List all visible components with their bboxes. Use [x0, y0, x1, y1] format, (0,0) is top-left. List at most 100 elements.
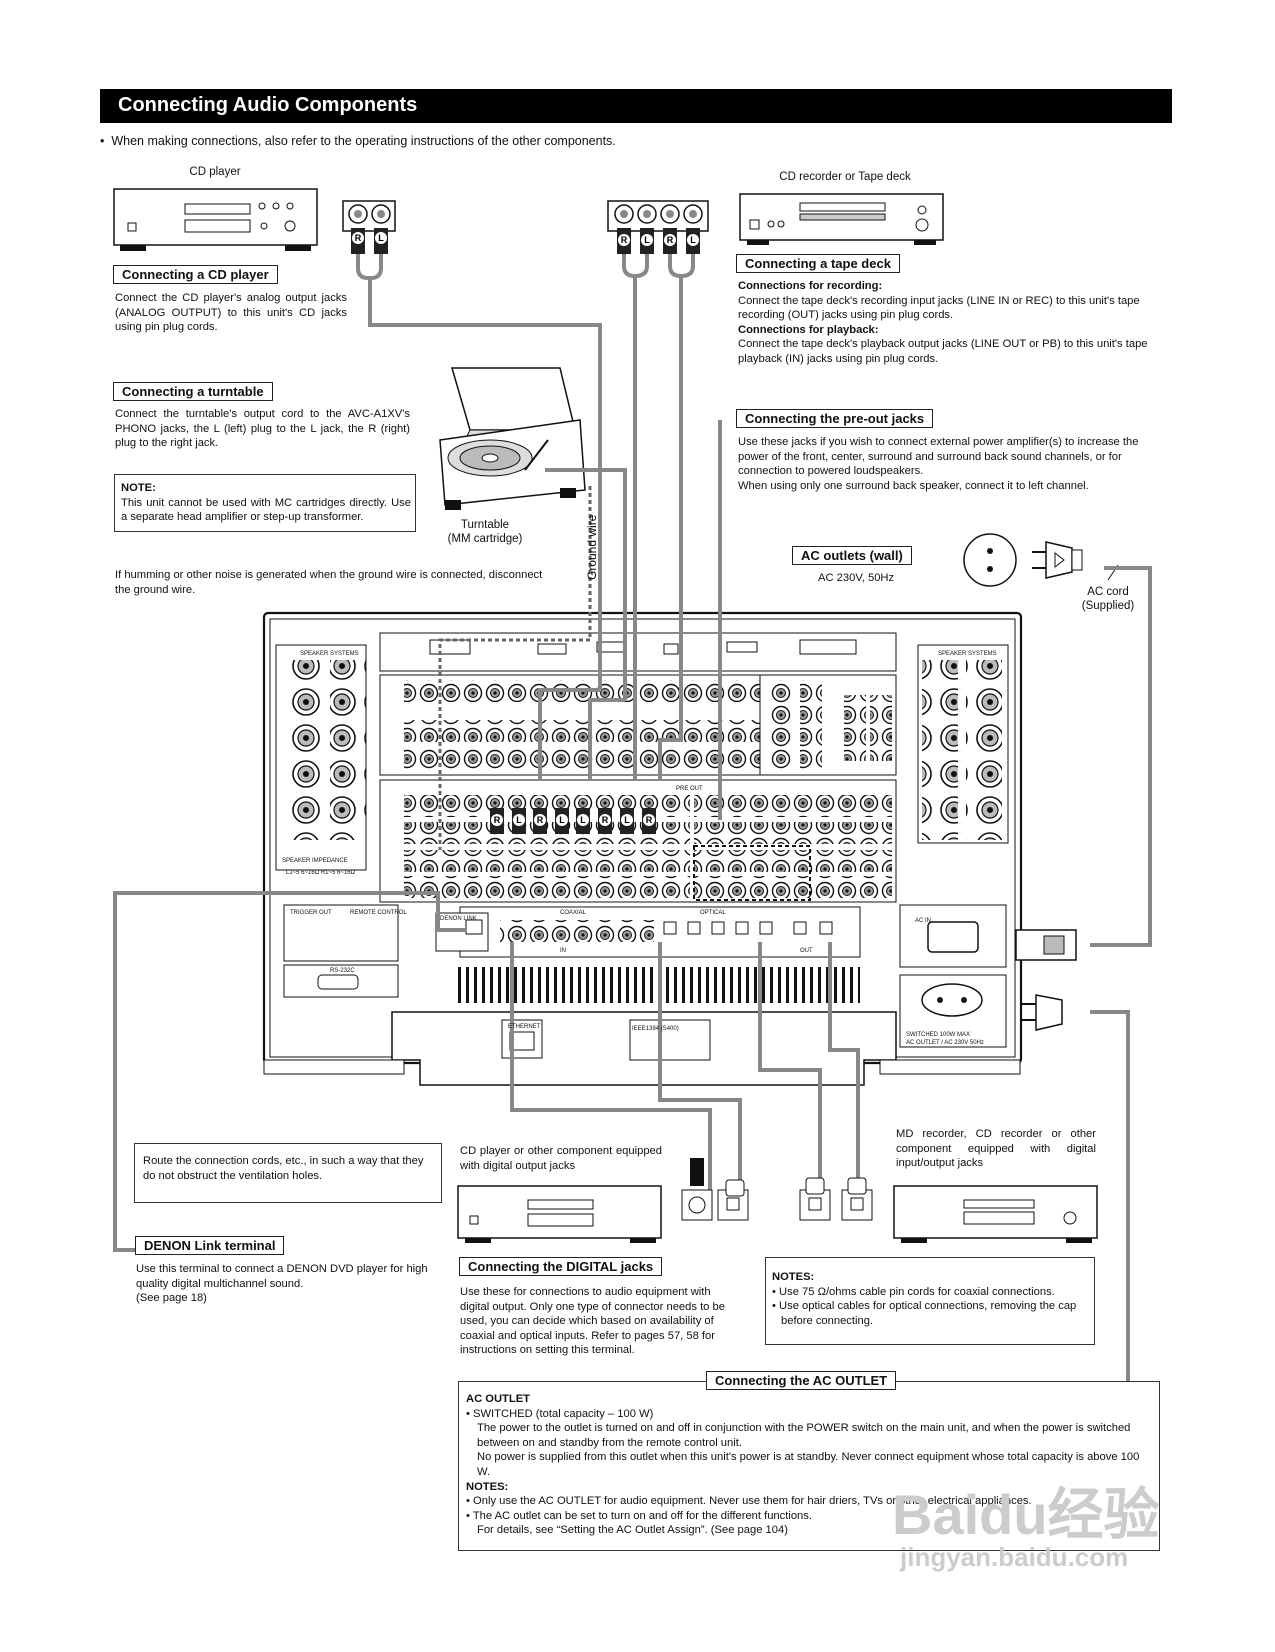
ac-outlet-box [458, 1381, 1160, 1551]
impedance-values: L1~5 6~16Ω R1~5 6~16Ω [286, 870, 356, 876]
svg-text:R: R [355, 233, 362, 243]
svg-text:SPEAKER IMPEDANCE: SPEAKER IMPEDANCE [282, 858, 348, 864]
intro-text: When making connections, also refer to t… [111, 134, 616, 148]
svg-text:REMOTE CONTROL: REMOTE CONTROL [350, 910, 407, 916]
svg-text:R: R [494, 815, 501, 825]
turntable-section-title: Connecting a turntable [113, 382, 273, 401]
page-title: Connecting Audio Components [118, 94, 418, 116]
digital-section-title: Connecting the DIGITAL jacks [459, 1257, 663, 1276]
tape-deck-section-title: Connecting a tape deck [736, 254, 900, 273]
svg-text:IEEE1394 (S400): IEEE1394 (S400) [632, 1026, 679, 1032]
digital-section-text: Use these for connections to audio equip… [460, 1286, 725, 1357]
ac-outlet-text: AC OUTLET • SWITCHED (total capacity – 1… [466, 1392, 1154, 1538]
svg-text:COAXIAL: COAXIAL [560, 910, 587, 916]
ac-outlet-switched-text: SWITCHED (total capacity – 100 W) [473, 1407, 654, 1420]
ac-outlet-note-1: • Only use the AC OUTLET for audio equip… [466, 1495, 1032, 1508]
svg-text:TRIGGER OUT: TRIGGER OUT [290, 910, 332, 916]
ac-plug-panel [1015, 929, 1077, 1031]
cables [113, 254, 1152, 1392]
wall-outlet [963, 533, 1017, 587]
turntable-note-box: NOTE: This unit cannot be used with MC c… [114, 474, 416, 532]
tape-deck-label: CD recorder or Tape deck [779, 171, 911, 183]
turntable-note-title: NOTE: [121, 482, 156, 494]
svg-text:R: R [646, 815, 653, 825]
ac-outlet-p1: The power to the outlet is turned on and… [477, 1422, 1131, 1449]
ac-outlet-note-3: For details, see “Setting the AC Outlet … [477, 1524, 788, 1537]
ac-outlet-notes-title: NOTES: [466, 1480, 509, 1493]
svg-text:R: R [537, 815, 544, 825]
receiver-rear-panel [262, 611, 1023, 1086]
pre-out-text-1: Use these jacks if you wish to connect e… [738, 436, 1139, 478]
cd-player-label: CD player [189, 166, 241, 178]
svg-text:AC IN: AC IN [915, 918, 931, 924]
digital-note-2-text: Use optical cables for optical connectio… [779, 1300, 1077, 1327]
header-bar [100, 89, 1172, 123]
playback-title: Connections for playback: [738, 323, 879, 336]
digital-cd-player [457, 1185, 662, 1243]
svg-text:L: L [378, 233, 384, 243]
svg-text:L: L [516, 815, 522, 825]
ac-outlet-subtitle: AC OUTLET [466, 1393, 531, 1405]
rear-plugs: R L R L L R L R [490, 808, 656, 834]
digital-note-1-text: Use 75 Ω/ohms cable pin cords for coaxia… [779, 1285, 1055, 1298]
denon-link-page: (See page 18) [136, 1292, 207, 1305]
svg-text:PRE OUT: PRE OUT [676, 786, 703, 792]
recording-title: Connections for recording: [738, 280, 883, 292]
svg-text:R: R [667, 235, 674, 245]
humming-text: If humming or other noise is generated w… [115, 569, 543, 596]
ac-outlet-note-2: • The AC outlet can be set to turn on an… [466, 1509, 812, 1522]
digital-cd-label: CD player or other component equipped wi… [460, 1145, 662, 1172]
svg-text:AC OUTLET / AC 230V 50Hz: AC OUTLET / AC 230V 50Hz [906, 1040, 984, 1046]
digital-notes-box: NOTES: • Use 75 Ω/ohms cable pin cords f… [765, 1257, 1095, 1345]
svg-text:SWITCHED 100W MAX: SWITCHED 100W MAX [906, 1032, 970, 1038]
ground-wire-label: Ground wire [585, 514, 599, 580]
ac-wall-spec: AC 230V, 50Hz [818, 572, 895, 584]
svg-text:SPEAKER SYSTEMS: SPEAKER SYSTEMS [938, 651, 997, 657]
intro-bullet: • When making connections, also refer to… [100, 134, 616, 148]
cd-output-jacks: R L [342, 200, 396, 254]
svg-text:L: L [690, 235, 696, 245]
svg-text:R: R [602, 815, 609, 825]
watermark-logo: Baidu经验 [892, 1483, 1160, 1546]
turntable-note-text: This unit cannot be used with MC cartrid… [121, 496, 411, 524]
turntable-label-line2: (MM cartridge) [447, 533, 523, 545]
tape-jacks: R L R L [607, 200, 709, 254]
md-recorder [893, 1185, 1098, 1243]
ground-wire [438, 486, 592, 850]
md-recorder-label: MD recorder, CD recorder or other compon… [896, 1128, 1096, 1170]
watermark-url: jingyan.baidu.com [900, 1542, 1129, 1572]
denon-link-text: Use this terminal to connect a DENON DVD… [136, 1262, 436, 1306]
tape-deck-section-text: Connections for recording: Connect the t… [738, 279, 1163, 367]
svg-text:IN: IN [560, 948, 566, 954]
svg-text:L: L [580, 815, 586, 825]
digital-note-1: • Use 75 Ω/ohms cable pin cords for coax… [772, 1285, 1055, 1298]
turntable-section-text: Connect the turntable's output cord to t… [115, 408, 410, 450]
ac-cord-label: AC cord (Supplied) [1068, 585, 1148, 613]
svg-text:RS-232C: RS-232C [330, 968, 355, 974]
ac-outlet-p2: No power is supplied from this outlet wh… [477, 1451, 1140, 1478]
svg-text:DENON LINK: DENON LINK [440, 916, 477, 922]
svg-text:L: L [644, 235, 650, 245]
cd-player-section-title: Connecting a CD player [113, 265, 278, 284]
turntable-device [439, 367, 586, 510]
recording-text: Connect the tape deck's recording input … [738, 294, 1140, 322]
svg-text:OUT: OUT [800, 948, 813, 954]
svg-text:OPTICAL: OPTICAL [700, 910, 726, 916]
svg-text:L: L [624, 815, 630, 825]
svg-text:SPEAKER SYSTEMS: SPEAKER SYSTEMS [300, 651, 359, 657]
pre-out-section-text: Use these jacks if you wish to connect e… [738, 435, 1168, 493]
ac-outlet-note-2-text: The AC outlet can be set to turn on and … [472, 1509, 812, 1522]
turntable-label-line1: Turntable [460, 519, 510, 531]
cd-player-section-text: Connect the CD player's analog output ja… [115, 292, 347, 334]
denon-link-title: DENON Link terminal [135, 1236, 285, 1255]
svg-text:ETHERNET: ETHERNET [508, 1024, 541, 1030]
digital-note-2: • Use optical cables for optical connect… [772, 1300, 1077, 1327]
ac-outlet-note-1-text: Only use the AC OUTLET for audio equipme… [473, 1495, 1032, 1508]
tape-deck-device [739, 193, 944, 245]
ac-plug-top [1032, 541, 1119, 581]
digital-jacks-right [799, 1177, 873, 1221]
ac-outlet-switched: • SWITCHED (total capacity – 100 W) [466, 1407, 654, 1420]
ac-cord-label-line1: AC cord [1087, 586, 1129, 598]
turntable-label: Turntable (MM cartridge) [425, 518, 545, 546]
